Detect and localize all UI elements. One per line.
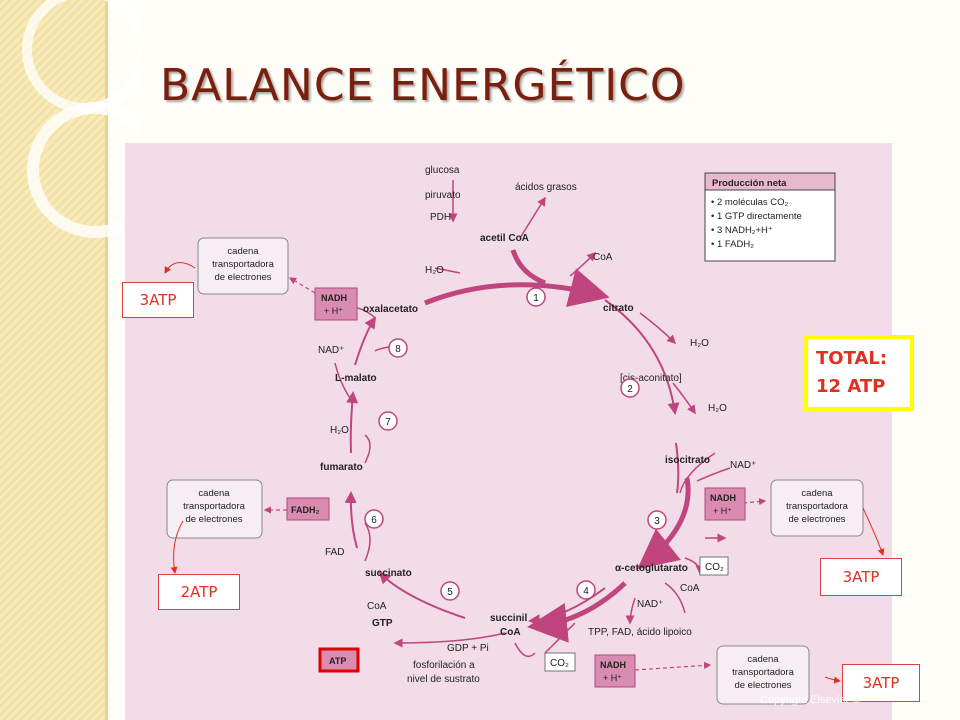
svg-text:• 3 NADH₂+H⁺: • 3 NADH₂+H⁺ (711, 225, 773, 236)
chain-box-right: cadena transportadora de electrones (770, 479, 864, 537)
citrate-synthase-arrow (424, 268, 610, 308)
svg-text:+ H⁺: + H⁺ (603, 673, 622, 683)
svg-text:+ H⁺: + H⁺ (324, 306, 343, 316)
slide-title: BALANCE ENERGÉTICO (160, 60, 686, 111)
h2o-label-1: H₂O (425, 265, 444, 276)
isocitrate-dehydrogenase-arrow (637, 477, 691, 570)
total-value: 12 ATP (816, 376, 886, 397)
atp-callout-right-mid: 3ATP (820, 558, 902, 596)
step-3: 3 (654, 516, 660, 527)
svg-text:+ H⁺: + H⁺ (713, 506, 732, 516)
succinil-coa-label: CoA (500, 627, 521, 638)
h2o-label-2: H₂O (690, 338, 709, 349)
krebs-cycle-diagram: glucosa piruvato PDH ácidos grasos aceti… (125, 143, 892, 720)
cetoglutarato-label: α-cetoglutarato (615, 563, 688, 574)
svg-text:transportadora: transportadora (732, 667, 795, 678)
svg-text:de electrones: de electrones (788, 514, 845, 525)
svg-text:de electrones: de electrones (214, 272, 271, 283)
l-malato-label: L-malato (335, 373, 377, 384)
svg-text:cadena: cadena (227, 246, 259, 257)
h2o-label-4: H₂O (330, 425, 349, 436)
succinyl-coa-arrow (527, 581, 627, 643)
fosforilacion-label: fosforilación a (413, 660, 475, 671)
total-atp-box: TOTAL: 12 ATP (804, 335, 914, 411)
svg-text:NADH: NADH (600, 660, 626, 670)
copyright-watermark: Copyright Elsevier © (760, 694, 861, 706)
svg-text:cadena: cadena (801, 488, 833, 499)
step-8: 8 (395, 344, 401, 355)
svg-text:FADH₂: FADH₂ (291, 505, 320, 515)
svg-text:transportadora: transportadora (212, 259, 275, 270)
step-5: 5 (447, 587, 453, 598)
step-1: 1 (533, 293, 539, 304)
co2-box-1: CO₂ (699, 556, 729, 576)
chain-box-top: cadena transportadora de electrones (197, 237, 289, 295)
atp-callout-top-left: 3ATP (122, 282, 194, 318)
svg-text:NADH: NADH (321, 293, 347, 303)
nad-label-1: NAD⁺ (730, 460, 756, 471)
step-6: 6 (371, 515, 377, 526)
svg-text:Producción neta: Producción neta (712, 178, 787, 189)
co2-box-2: CO₂ (544, 652, 576, 672)
svg-text:de electrones: de electrones (185, 514, 242, 525)
svg-text:cadena: cadena (747, 654, 779, 665)
electron-transfer-arrows (263, 277, 767, 671)
svg-text:NADH: NADH (710, 493, 736, 503)
oxalacetato-label: oxalacetato (363, 304, 418, 315)
atp-box: ATP (318, 647, 360, 673)
fad-label: FAD (325, 547, 344, 558)
svg-text:• 1 GTP directamente: • 1 GTP directamente (711, 211, 802, 222)
step-7: 7 (385, 417, 391, 428)
svg-text:transportadora: transportadora (183, 501, 246, 512)
acetyl-coa-entry-arrow (510, 249, 546, 286)
svg-text:ATP: ATP (329, 656, 346, 666)
coa-label-2: CoA (680, 583, 700, 594)
svg-text:de electrones: de electrones (734, 680, 791, 691)
nadh-box-top: NADH + H⁺ (314, 287, 358, 321)
svg-text:CO₂: CO₂ (705, 562, 724, 573)
isocitrato-label: isocitrato (665, 455, 710, 466)
svg-text:• 1 FADH₂: • 1 FADH₂ (711, 239, 754, 250)
succinil-label: succinil (490, 613, 527, 624)
nad-label-2: NAD⁺ (637, 599, 663, 610)
atp-callout-bottom-left: 2ATP (158, 574, 240, 610)
fadh2-box: FADH₂ (286, 497, 330, 521)
decorative-circles (22, 0, 140, 238)
h2o-label-3: H₂O (708, 403, 727, 414)
step-circles (364, 287, 667, 601)
step-2: 2 (627, 384, 633, 395)
cofactors-label: TPP, FAD, ácido lipoico (588, 627, 692, 638)
atp-callout-right-bottom: 3ATP (842, 664, 920, 702)
total-label: TOTAL: (816, 348, 888, 369)
coa-label-1: CoA (593, 252, 613, 263)
cis-aconitato-label: [cis-aconitato] (620, 373, 682, 384)
chain-box-left: cadena transportadora de electrones (166, 479, 263, 539)
step-4: 4 (583, 586, 589, 597)
chain-box-bottom: cadena transportadora de electrones (716, 645, 810, 705)
net-production-box: Producción neta • 2 moléculas CO₂ • 1 GT… (704, 172, 836, 262)
svg-text:cadena: cadena (198, 488, 230, 499)
glucosa-label: glucosa (425, 165, 460, 176)
nadh-box-bottom: NADH + H⁺ (594, 654, 636, 688)
acetil-coa-label: acetil CoA (480, 233, 529, 244)
svg-text:transportadora: transportadora (786, 501, 849, 512)
piruvato-label: piruvato (425, 190, 461, 201)
pdh-label: PDH (430, 212, 451, 223)
succinato-label: succinato (365, 568, 412, 579)
callout-arrows (164, 262, 885, 684)
side-arrows (334, 180, 731, 658)
citrato-label: citrato (603, 303, 634, 314)
decorative-stripe-edge (105, 0, 108, 720)
svg-text:• 2 moléculas CO₂: • 2 moléculas CO₂ (711, 197, 789, 208)
fumarato-label: fumarato (320, 462, 363, 473)
nad-label-3: NAD⁺ (318, 345, 344, 356)
acidos-grasos-label: ácidos grasos (515, 182, 577, 193)
svg-text:CO₂: CO₂ (550, 658, 569, 669)
nivel-sustrato-label: nivel de sustrato (407, 674, 480, 685)
nadh-box-mid: NADH + H⁺ (704, 487, 746, 521)
gdp-label: GDP + Pi (447, 643, 489, 654)
gtp-label: GTP (372, 618, 393, 629)
coa-label-3: CoA (367, 601, 387, 612)
